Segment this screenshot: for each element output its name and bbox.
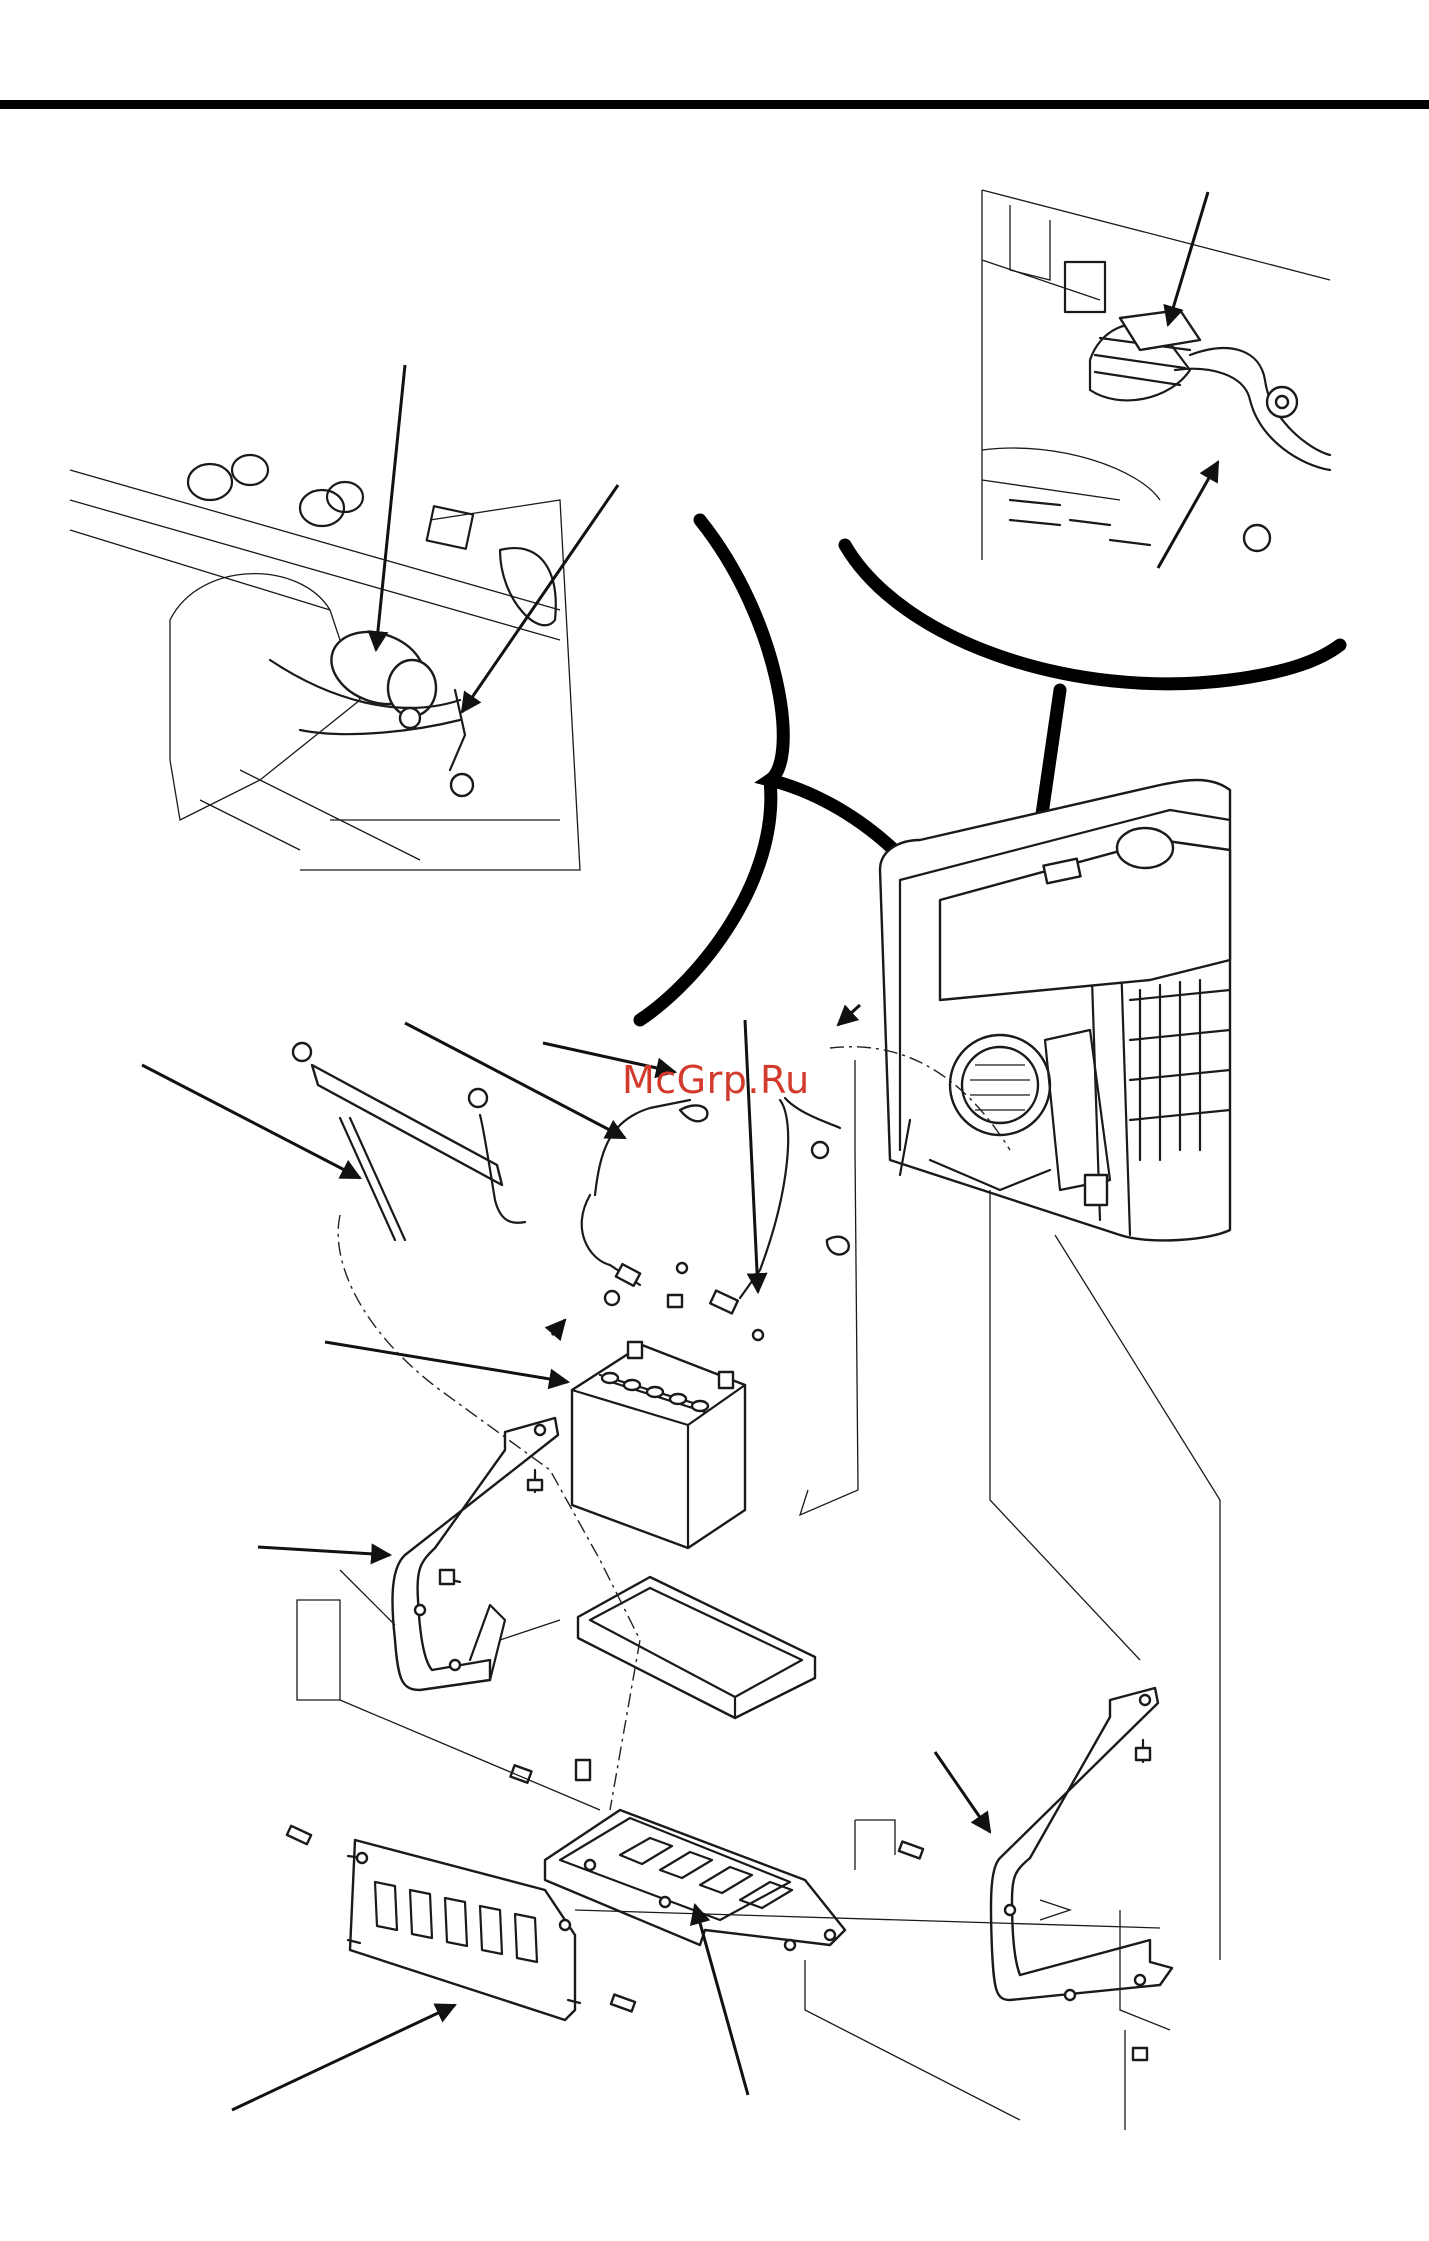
battery-tray (578, 1577, 815, 1718)
battery (572, 1342, 745, 1548)
header-rule (0, 100, 1429, 109)
inset-pointer-curve-left-lower (640, 780, 771, 1020)
left-frame-bracket (392, 1418, 558, 1690)
negative-battery-cable (582, 1100, 849, 1286)
generator-frame (880, 780, 1230, 1240)
right-frame-bracket (991, 1688, 1172, 2060)
watermark-text: McGrp.Ru (622, 1058, 810, 1102)
cable-boot-detail (982, 190, 1330, 560)
inset-pointer-curve-right (845, 545, 1340, 684)
starter-solenoid-detail (70, 455, 580, 870)
battery-holder-bar (293, 1043, 525, 1240)
positive-battery-cable (605, 1098, 840, 1340)
